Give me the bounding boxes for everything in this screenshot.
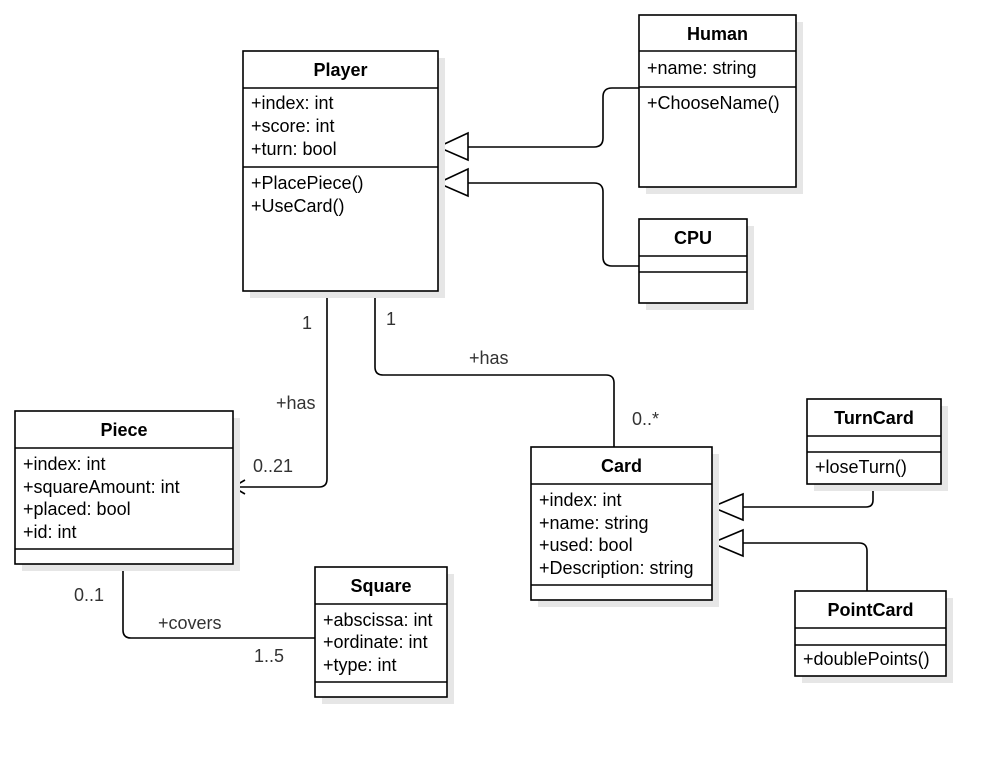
- method: +ChooseName(): [647, 93, 780, 113]
- class-name: Human: [687, 24, 748, 44]
- method: +PlacePiece(): [251, 173, 364, 193]
- piece-square-target-multiplicity: 1..5: [254, 646, 284, 666]
- attribute: +turn: bool: [251, 139, 337, 159]
- attribute: +index: int: [539, 490, 622, 510]
- player-card-source-multiplicity: 1: [386, 309, 396, 329]
- attribute: +ordinate: int: [323, 632, 428, 652]
- generalization-human-player: [436, 87, 639, 162]
- class-name: Square: [350, 576, 411, 596]
- generalization-turncard-card: [709, 484, 874, 522]
- attribute: +placed: bool: [23, 499, 131, 519]
- piece-square-label: +covers: [158, 613, 222, 633]
- attribute: +score: int: [251, 116, 335, 136]
- class-cpu[interactable]: CPU: [638, 218, 754, 310]
- class-name: Piece: [100, 420, 147, 440]
- class-human[interactable]: Human +name: string +ChooseName(): [638, 14, 803, 194]
- association-player-card: [374, 291, 615, 447]
- attribute: +abscissa: int: [323, 610, 433, 630]
- class-piece[interactable]: Piece +index: int +squareAmount: int +pl…: [14, 410, 240, 571]
- player-piece-target-multiplicity: 0..21: [253, 456, 293, 476]
- method: +loseTurn(): [815, 457, 907, 477]
- inheritance-arrowhead: [436, 167, 469, 198]
- class-name: CPU: [674, 228, 712, 248]
- class-turncard[interactable]: TurnCard +loseTurn(): [806, 398, 948, 491]
- inheritance-arrowhead: [709, 528, 744, 558]
- player-piece-label: +has: [276, 393, 316, 413]
- attribute: +id: int: [23, 522, 77, 542]
- class-player[interactable]: Player +index: int +score: int +turn: bo…: [242, 50, 445, 298]
- association-piece-square: [122, 564, 315, 639]
- class-name: PointCard: [827, 600, 913, 620]
- attribute: +index: int: [251, 93, 334, 113]
- generalization-cpu-player: [436, 167, 639, 267]
- player-piece-source-multiplicity: 1: [302, 313, 312, 333]
- class-name: Player: [313, 60, 367, 80]
- class-square[interactable]: Square +abscissa: int +ordinate: int +ty…: [314, 566, 454, 704]
- piece-square-source-multiplicity: 0..1: [74, 585, 104, 605]
- attribute: +squareAmount: int: [23, 477, 180, 497]
- player-card-target-multiplicity: 0..*: [632, 409, 659, 429]
- generalization-pointcard-card: [709, 528, 868, 591]
- player-card-label: +has: [469, 348, 509, 368]
- method: +UseCard(): [251, 196, 345, 216]
- attribute: +used: bool: [539, 535, 633, 555]
- inheritance-arrowhead: [436, 131, 469, 162]
- attribute: +index: int: [23, 454, 106, 474]
- attribute: +Description: string: [539, 558, 694, 578]
- attribute: +type: int: [323, 655, 397, 675]
- class-name: TurnCard: [834, 408, 914, 428]
- class-pointcard[interactable]: PointCard +doublePoints(): [794, 590, 953, 683]
- attribute: +name: string: [647, 58, 757, 78]
- method: +doublePoints(): [803, 649, 930, 669]
- attribute: +name: string: [539, 513, 649, 533]
- inheritance-arrowhead: [709, 492, 744, 522]
- class-card[interactable]: Card +index: int +name: string +used: bo…: [530, 446, 719, 607]
- class-name: Card: [601, 456, 642, 476]
